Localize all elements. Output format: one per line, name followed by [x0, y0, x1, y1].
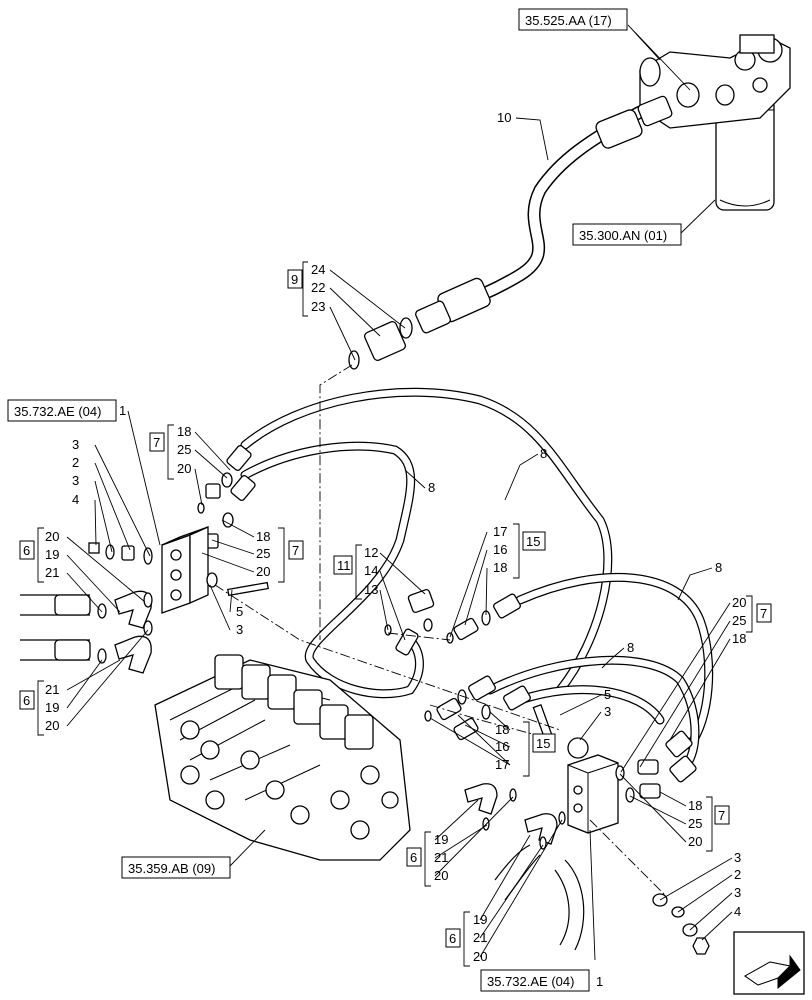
callout-4b: 4: [734, 904, 741, 919]
callout-18d: 18: [732, 631, 746, 646]
kit-6d: 6: [449, 931, 456, 946]
ref-box-filter[interactable]: [572, 223, 682, 246]
callout-3b: 3: [72, 473, 79, 488]
kit-6a: 6: [23, 543, 30, 558]
callout-numbers: 10 24 22 23 1 3 2 3 4 18 25 20 8 8 8 8 1…: [45, 110, 746, 989]
callout-25b: 25: [256, 546, 270, 561]
valve-block-top: [88, 525, 269, 614]
callout-2b: 2: [734, 867, 741, 882]
callout-3d: 3: [604, 704, 611, 719]
callout-1a: 1: [119, 403, 126, 418]
kit-7b: 7: [292, 543, 299, 558]
callout-13: 13: [364, 582, 378, 597]
elbow-fittings-left: [20, 590, 153, 674]
callout-1b: 1: [596, 974, 603, 989]
kit-boxes: 9 7 7 7 7 6 6 6 6 11 15 15: [19, 261, 772, 967]
callout-17a: 17: [493, 524, 507, 539]
kit-11: 11: [337, 558, 351, 573]
callout-19a: 19: [45, 547, 59, 562]
ref-box-control-valve[interactable]: [121, 856, 231, 879]
hoses-8: [240, 387, 714, 775]
callout-3a: 3: [72, 437, 79, 452]
callout-18a: 18: [177, 424, 191, 439]
callout-20e: 20: [732, 595, 746, 610]
callout-20h: 20: [473, 949, 487, 964]
control-valve-body: [154, 654, 411, 861]
hose-fittings-top: [196, 445, 256, 560]
callout-3c: 3: [236, 622, 243, 637]
callout-16a: 16: [493, 542, 507, 557]
ref-box-filter-head[interactable]: [518, 8, 628, 31]
callout-18b: 18: [256, 529, 270, 544]
callout-8b: 8: [540, 446, 547, 461]
callout-20f: 20: [688, 834, 702, 849]
callout-21b: 21: [45, 682, 59, 697]
callout-20g: 20: [434, 868, 448, 883]
leader-lines: [66, 24, 733, 961]
callout-20a: 20: [177, 461, 191, 476]
callout-10: 10: [497, 110, 511, 125]
callout-18e: 18: [495, 722, 509, 737]
kit-7a: 7: [153, 435, 160, 450]
callout-25c: 25: [732, 613, 746, 628]
ref-control-valve[interactable]: 35.359.AB (09): [128, 861, 215, 876]
callout-2a: 2: [72, 455, 79, 470]
callout-20b: 20: [256, 564, 270, 579]
callout-19b: 19: [45, 700, 59, 715]
ref-valve-block-top[interactable]: 35.732.AE (04): [14, 404, 101, 419]
callout-16b: 16: [495, 739, 509, 754]
ref-filter[interactable]: 35.300.AN (01): [579, 228, 667, 243]
callout-4a: 4: [72, 492, 79, 507]
callout-19d: 19: [473, 912, 487, 927]
callout-5b: 5: [604, 687, 611, 702]
ref-box-valve-block-bottom[interactable]: [480, 969, 590, 992]
valve-block-bottom: [532, 704, 697, 834]
kit-6c: 6: [410, 850, 417, 865]
kit-7c: 7: [760, 606, 767, 621]
callout-21d: 21: [473, 930, 487, 945]
callout-14: 14: [364, 563, 378, 578]
kit-9: 9: [291, 272, 298, 287]
ref-valve-block-bottom[interactable]: 35.732.AE (04): [487, 974, 574, 989]
callout-20c: 20: [45, 529, 59, 544]
kit-6b: 6: [23, 693, 30, 708]
kit-7d: 7: [718, 808, 725, 823]
callout-3e: 3: [734, 850, 741, 865]
callout-18c: 18: [493, 560, 507, 575]
filter-assembly: [639, 34, 791, 211]
ref-filter-head[interactable]: 35.525.AA (17): [525, 13, 612, 28]
callout-5a: 5: [236, 604, 243, 619]
next-page-arrow-icon[interactable]: [733, 931, 805, 995]
callout-8c: 8: [715, 560, 722, 575]
callout-12: 12: [364, 545, 378, 560]
middle-fittings: [384, 588, 531, 741]
callout-22: 22: [311, 280, 325, 295]
callout-18f: 18: [688, 798, 702, 813]
callout-3f: 3: [734, 885, 741, 900]
callout-17b: 17: [495, 757, 509, 772]
callout-21a: 21: [45, 565, 59, 580]
kit-15a: 15: [526, 534, 540, 549]
callout-8a: 8: [428, 480, 435, 495]
kit-15b: 15: [536, 736, 550, 751]
callout-25d: 25: [688, 816, 702, 831]
callout-24: 24: [311, 262, 325, 277]
callout-21c: 21: [434, 850, 448, 865]
callout-8d: 8: [627, 640, 634, 655]
elbow-fittings-bottom: [464, 783, 710, 955]
centerlines: [214, 364, 666, 896]
callout-23: 23: [311, 299, 325, 314]
reference-labels: 35.525.AA (17) 35.300.AN (01) 35.732.AE …: [7, 8, 682, 992]
callout-25a: 25: [177, 442, 191, 457]
hose-10: [415, 95, 673, 334]
callout-20d: 20: [45, 718, 59, 733]
ref-box-valve-block-top[interactable]: [7, 399, 117, 422]
callout-19c: 19: [434, 832, 448, 847]
